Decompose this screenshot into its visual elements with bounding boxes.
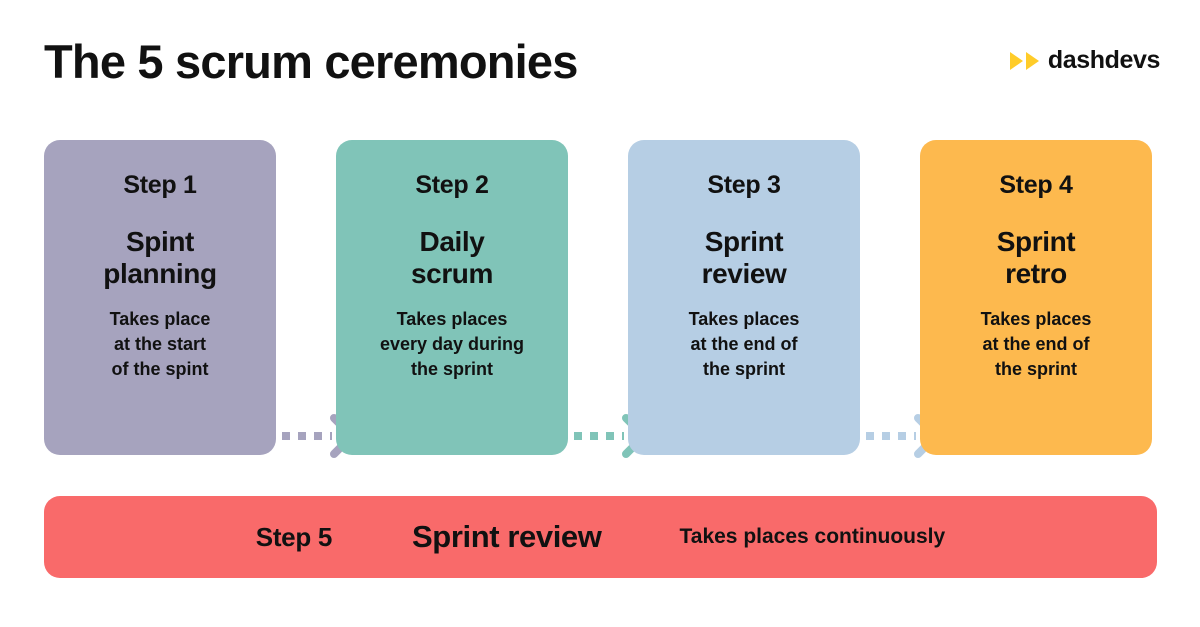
- step-card-1-description: Takes place at the start of the spint: [109, 309, 211, 379]
- step-card-4-description: Takes places at the end of the sprint: [980, 309, 1092, 379]
- step-card-4-label: Step 4: [999, 171, 1073, 199]
- triangle-1-icon: [1009, 51, 1023, 70]
- step-card-2-label: Step 2: [415, 171, 489, 199]
- step-card-4: Step 4 Sprint retro Takes places at the …: [920, 140, 1152, 455]
- step-card-1-label: Step 1: [123, 171, 197, 199]
- step-card-1: Step 1 Spint planning Takes place at the…: [44, 140, 276, 455]
- double-triangle-play-icon: [1009, 51, 1039, 70]
- step-5-name: Sprint review: [412, 519, 602, 554]
- step-card-2-name: Daily scrum: [410, 225, 494, 290]
- step-card-2-description: Takes places every day during the sprint: [379, 309, 525, 379]
- steps-row: Step 1 Spint planning Takes place at the…: [44, 140, 1156, 458]
- brand-logo: dashdevs: [1009, 46, 1161, 74]
- step-card-3: Step 3 Sprint review Takes places at the…: [628, 140, 860, 455]
- step-card-3-label: Step 3: [707, 171, 781, 199]
- step-card-3-name: Sprint review: [701, 225, 787, 290]
- step-5-description: Takes places continuously: [679, 525, 946, 548]
- header: The 5 scrum ceremonies dashdevs: [0, 0, 1200, 120]
- step-card-3-description: Takes places at the end of the sprint: [688, 309, 800, 379]
- step-card-2: Step 2 Daily scrum Takes places every da…: [336, 140, 568, 455]
- step-card-1-name: Spint planning: [103, 225, 217, 290]
- triangle-2-icon: [1025, 51, 1039, 70]
- step-5-label: Step 5: [255, 521, 333, 552]
- step-5-bar: Step 5 Sprint review Takes places contin…: [44, 496, 1157, 578]
- page-title: The 5 scrum ceremonies: [44, 35, 578, 88]
- step-card-4-name: Sprint retro: [996, 225, 1076, 290]
- brand-name: dashdevs: [1047, 46, 1161, 74]
